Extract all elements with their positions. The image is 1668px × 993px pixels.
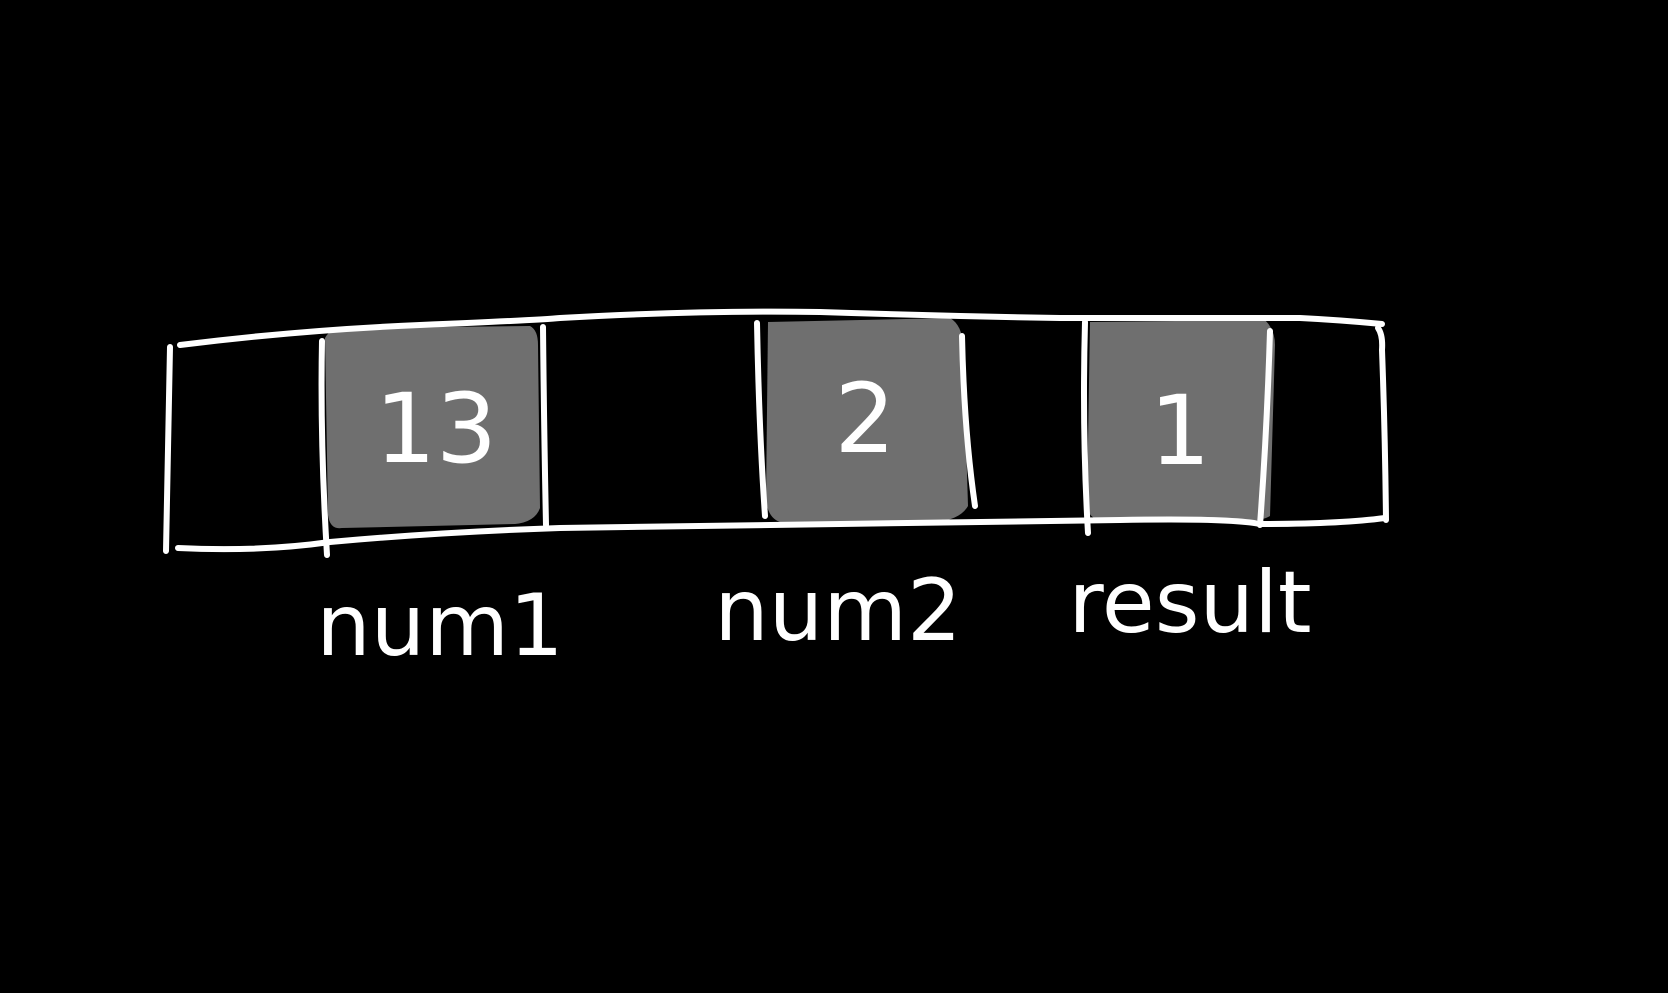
cell-result-right-divider — [1257, 328, 1273, 528]
cell-num1-label: num1 — [316, 576, 564, 676]
cell-result-value: 1 — [1149, 375, 1210, 487]
cell-num2-fill — [766, 318, 968, 522]
cell-num1-left-divider — [318, 338, 330, 558]
cell-num1-fill — [325, 326, 540, 529]
strip-bottom-border — [175, 515, 1388, 553]
cell-result-fill — [1087, 320, 1275, 521]
cell-result-label: result — [1068, 553, 1311, 653]
cell-num2-left-divider — [754, 320, 768, 519]
cell-num1-value: 13 — [375, 373, 497, 485]
strip-top-border — [177, 308, 1385, 348]
strip-left-border — [163, 344, 173, 554]
cell-result-left-divider — [1081, 319, 1091, 536]
cell-num2-value: 2 — [834, 363, 895, 475]
cell-num1-right-divider — [540, 324, 549, 528]
cell-num2-right-divider — [959, 333, 978, 509]
cell-num2-label: num2 — [714, 561, 962, 661]
strip-right-border — [1375, 325, 1389, 523]
